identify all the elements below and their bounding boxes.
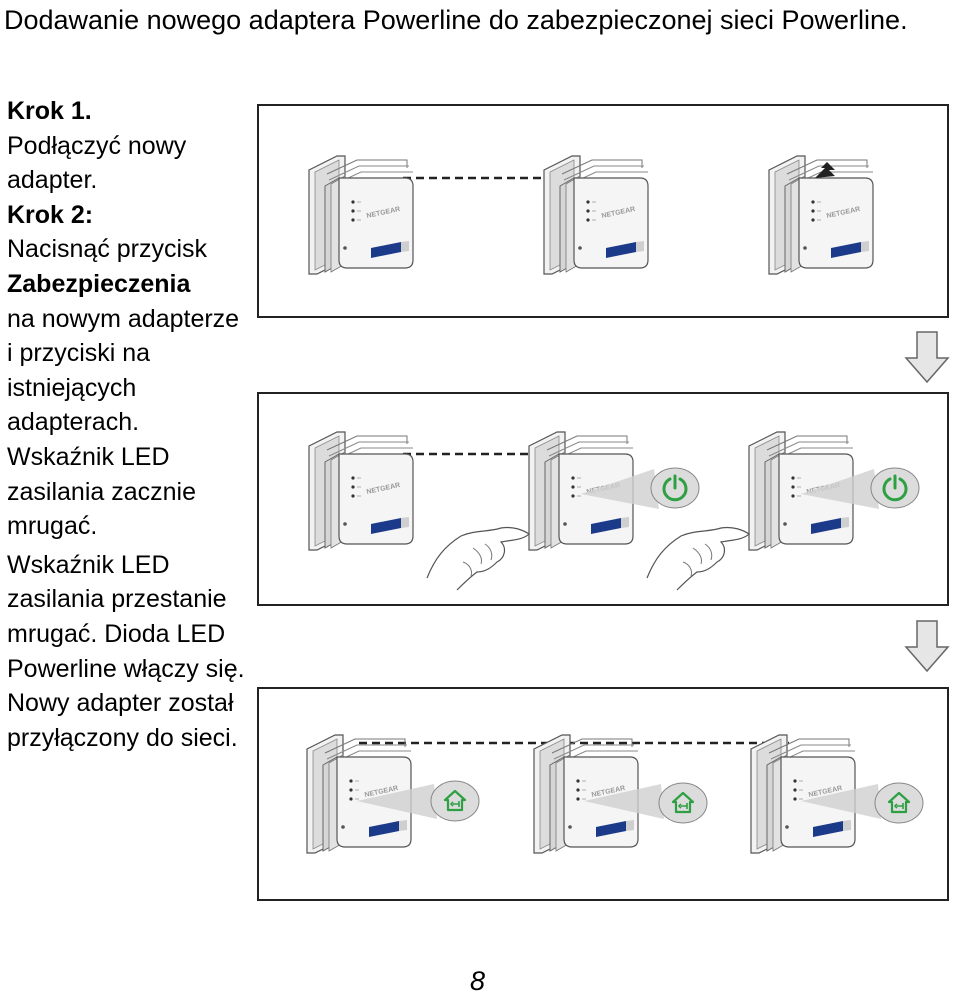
power-icon	[649, 466, 701, 510]
hand-icon	[426, 526, 530, 591]
arrow-down-icon	[904, 331, 950, 384]
step2-heading: Krok 2:	[7, 200, 94, 229]
step2-text-before: Nacisnąć przycisk	[7, 235, 208, 264]
instructions-column: Krok 1. Podłączyć nowy adapter. Krok 2: …	[7, 94, 247, 755]
existing-adapter-1	[308, 155, 414, 275]
page-title: Dodawanie nowego adaptera Powerline do z…	[4, 5, 908, 35]
step2-text-after: na nowym adapterze i przyciski na istnie…	[7, 304, 240, 541]
security-button-name: Zabezpieczenia	[7, 269, 191, 298]
step1-illustration-panel	[257, 104, 949, 318]
hand-icon	[646, 526, 750, 591]
push-arrow-icon	[815, 162, 835, 178]
arrow-down-icon	[904, 620, 950, 673]
home-powerline-icon	[873, 781, 925, 825]
power-icon	[869, 466, 921, 510]
existing-adapter-2	[543, 155, 649, 275]
home-powerline-icon	[657, 781, 709, 825]
page-number: 8	[470, 966, 486, 996]
step2-illustration-panel	[257, 392, 949, 606]
result-illustration-panel	[257, 687, 949, 901]
step1-heading: Krok 1.	[7, 97, 92, 125]
home-powerline-icon	[429, 779, 481, 823]
result-text: Wskaźnik LED zasilania przestanie mrugać…	[7, 550, 245, 752]
step1-text: Podłączyć nowy adapter.	[7, 131, 187, 195]
new-adapter	[308, 431, 414, 551]
